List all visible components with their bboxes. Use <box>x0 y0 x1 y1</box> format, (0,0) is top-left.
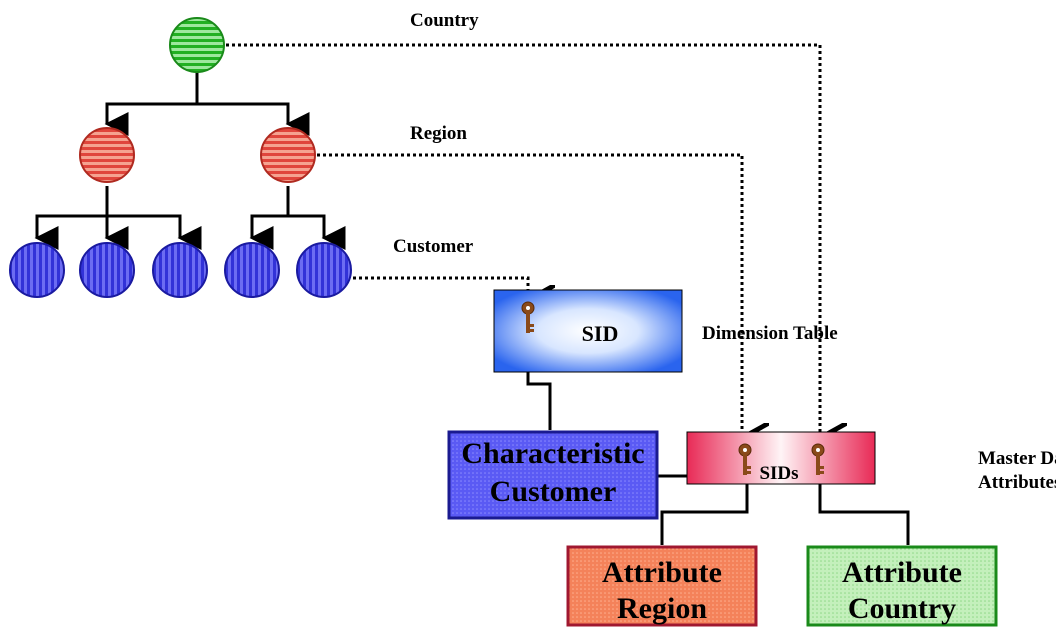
sids-label: SIDs <box>759 463 798 484</box>
country-connector <box>226 43 820 438</box>
attribute-country-line2: Country <box>848 592 956 625</box>
characteristic-customer-box <box>447 430 659 520</box>
attribute-region-line1: Attribute <box>602 556 722 589</box>
region-connector <box>317 153 742 438</box>
hierarchy-lines <box>34 72 346 250</box>
customer-connector <box>353 276 528 300</box>
master-data-label-line1: Master Data <box>978 448 1056 469</box>
region-label: Region <box>410 123 467 144</box>
characteristic-label-line1: Characteristic <box>461 437 644 470</box>
country-label: Country <box>410 10 479 31</box>
region-node-left <box>79 127 135 183</box>
country-node <box>169 17 225 73</box>
sids-box <box>686 431 876 485</box>
attribute-region-box <box>566 545 758 627</box>
customer-node-1 <box>9 242 65 298</box>
master-data-label-line2: Attributes <box>978 472 1056 493</box>
attribute-region-line2: Region <box>617 592 707 625</box>
dotted-connectors <box>226 43 820 438</box>
customer-label: Customer <box>393 236 474 257</box>
customer-node-4 <box>224 242 280 298</box>
customer-node-5 <box>296 242 352 298</box>
attribute-country-line1: Attribute <box>842 556 962 589</box>
customer-node-3 <box>152 242 208 298</box>
dimension-table-label: Dimension Table <box>702 323 838 344</box>
characteristic-label-line2: Customer <box>490 475 617 508</box>
sid-label: SID <box>582 321 619 346</box>
region-node-right <box>260 127 316 183</box>
customer-node-2 <box>79 242 135 298</box>
attribute-country-box <box>806 545 998 627</box>
